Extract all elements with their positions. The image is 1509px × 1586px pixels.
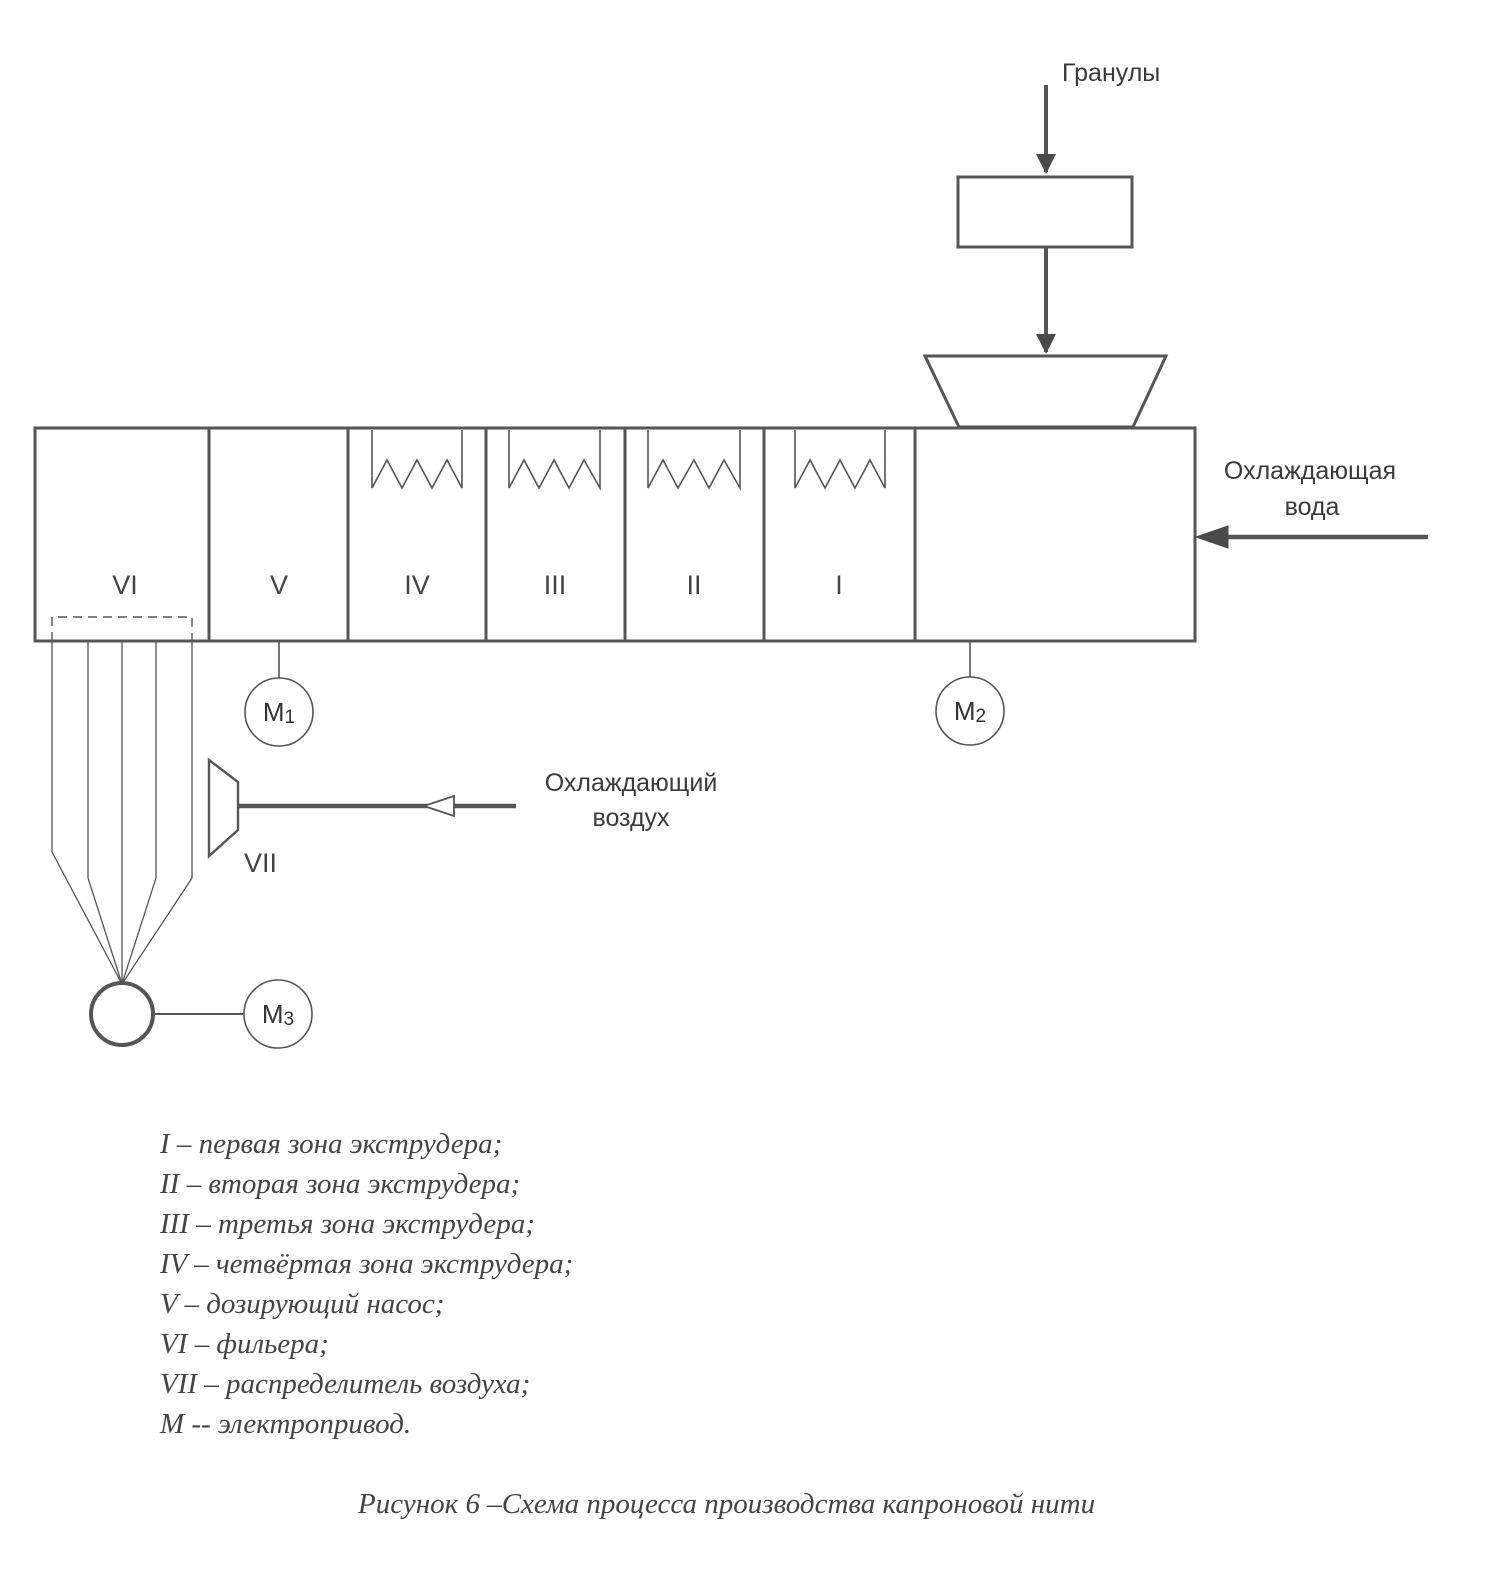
spinneret-plate: [51, 616, 193, 641]
figure-caption: Рисунок 6 –Схема процесса производства к…: [358, 1488, 1096, 1520]
extruder-body: [33, 426, 1197, 643]
legend: I – первая зона экструдера; II – вторая …: [160, 1124, 573, 1444]
heater-zone-ii: [647, 430, 741, 492]
motor-m2-label: M2: [954, 696, 986, 727]
legend-item: VII – распределитель воздуха;: [160, 1368, 531, 1400]
zone-label-ii: II: [686, 570, 701, 600]
cooling-water-arrowhead: [1194, 525, 1229, 549]
filaments: [51, 641, 193, 985]
zone-label-vii: VII: [244, 848, 277, 878]
zone-label-vi: VI: [112, 570, 138, 600]
heater-zone-i: [794, 430, 886, 490]
legend-item: III – третья зона экструдера;: [160, 1208, 535, 1240]
cooling-air-arrowhead: [421, 794, 455, 818]
zone-label-i: I: [835, 570, 843, 600]
heater-zone-iii: [508, 430, 601, 492]
legend-item: VI – фильера;: [160, 1328, 329, 1360]
legend-item: V – дозирующий насос;: [160, 1288, 445, 1320]
legend-item: II – вторая зона экструдера;: [160, 1168, 521, 1200]
air-distributor: [207, 757, 240, 859]
take-up-roll: [89, 981, 155, 1047]
motor-m3: [243, 979, 313, 1049]
heater-zone-iv: [371, 430, 463, 490]
cooling-air-label-line1: Охлаждающий: [545, 769, 718, 797]
motor-m2: [935, 676, 1005, 746]
zone-label-v: V: [270, 570, 288, 600]
legend-item: M -- электропривод.: [160, 1408, 412, 1440]
zone-label-iii: III: [544, 570, 567, 600]
feeder-box: [956, 175, 1134, 249]
legend-item: IV – четвёртая зона экструдера;: [160, 1248, 574, 1280]
granules-label: Гранулы: [1062, 59, 1160, 87]
zone-label-iv: IV: [404, 570, 430, 600]
legend-item: I – первая зона экструдера;: [160, 1128, 503, 1160]
cooling-water-label-line1: Охлаждающая: [1224, 457, 1396, 485]
hopper: [922, 354, 1169, 429]
cooling-air-label-line2: воздух: [592, 804, 670, 832]
motor-m3-label: M3: [262, 999, 294, 1030]
motor-m1: [244, 677, 314, 747]
cooling-water-label-line2: вода: [1285, 493, 1340, 521]
motor-m1-label: M1: [263, 697, 295, 728]
